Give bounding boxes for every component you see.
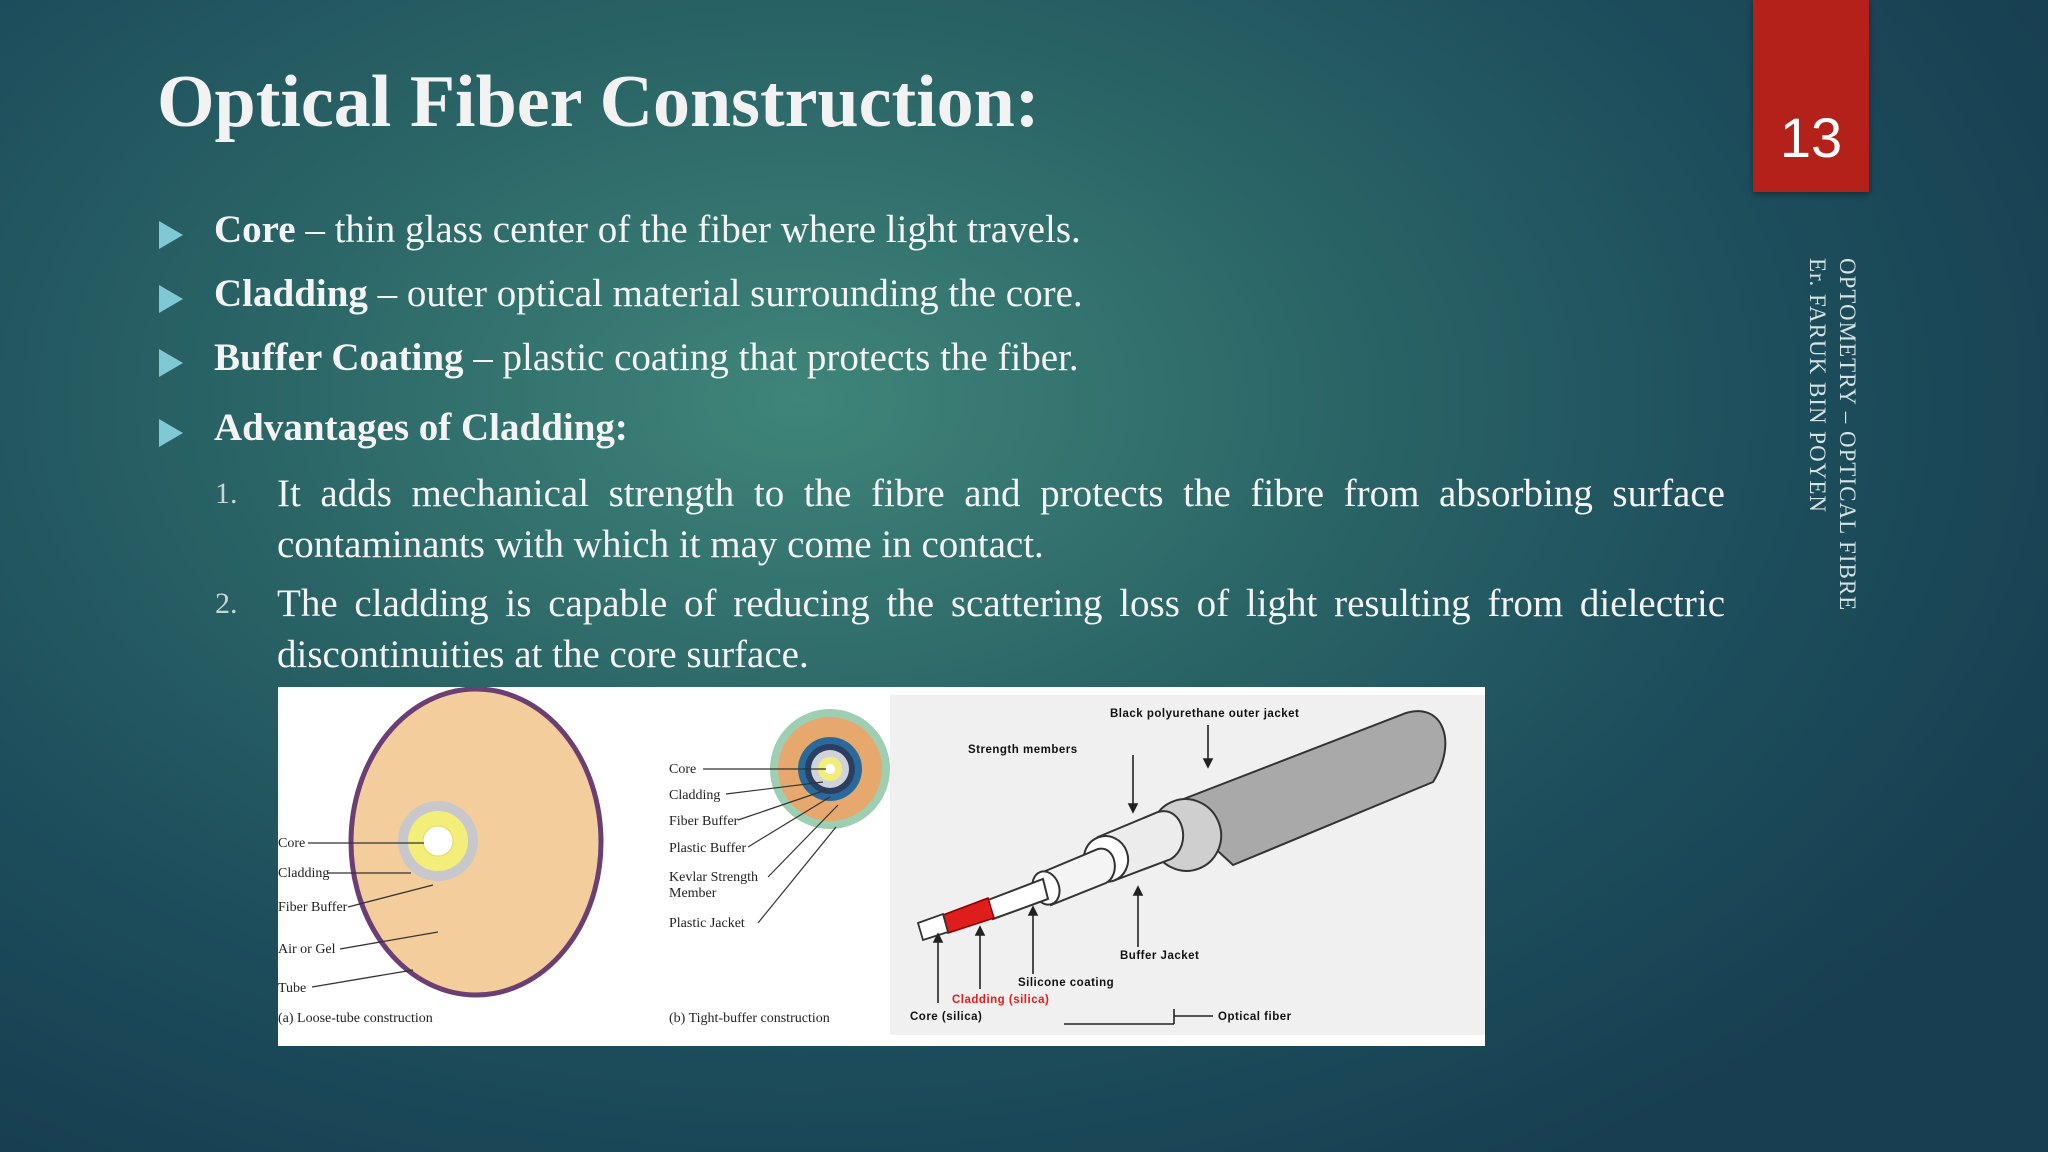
bullet-list: Core – thin glass center of the fiber wh…	[157, 205, 1727, 467]
item-number: 1.	[215, 477, 238, 510]
loose-label-cladding: Cladding	[278, 866, 329, 881]
tight-label-plastic-jacket: Plastic Jacket	[669, 916, 745, 931]
bullet-core: Core – thin glass center of the fiber wh…	[157, 205, 1727, 255]
cable-label-buffer-jacket: Buffer Jacket	[1120, 950, 1199, 962]
cable-label-silicone: Silicone coating	[1018, 977, 1114, 989]
cable-diagram: Black polyurethane outer jacket Strength…	[890, 695, 1485, 1035]
item-text: It adds mechanical strength to the fibre…	[277, 472, 1725, 566]
slide-title: Optical Fiber Construction:	[157, 61, 1040, 143]
loose-label-air-gel: Air or Gel	[278, 942, 336, 957]
cable-label-optical-fiber: Optical fiber	[1218, 1011, 1292, 1023]
page-number-badge: 13	[1753, 0, 1869, 192]
loose-label-tube: Tube	[278, 981, 306, 996]
loose-label-core: Core	[278, 836, 305, 851]
tight-label-core: Core	[669, 762, 696, 777]
bullet-text: – plastic coating that protects the fibe…	[463, 336, 1079, 379]
fiber-construction-figure: Core Cladding Fiber Buffer Air or Gel Tu…	[278, 687, 1485, 1046]
bullet-text: – outer optical material surrounding the…	[367, 272, 1083, 315]
numbered-list: 1. It adds mechanical strength to the fi…	[215, 468, 1725, 688]
loose-tube-caption: (a) Loose-tube construction	[278, 1011, 433, 1026]
bullet-advantages: Advantages of Cladding:	[157, 403, 1727, 453]
page-number: 13	[1779, 106, 1843, 169]
bullet-text: – thin glass center of the fiber where l…	[295, 208, 1081, 251]
item-text: The cladding is capable of reducing the …	[277, 582, 1725, 676]
loose-tube-diagram: Core Cladding Fiber Buffer Air or Gel Tu…	[278, 687, 604, 1026]
core-circle	[422, 825, 454, 857]
core-tip-shape	[916, 912, 950, 942]
bullet-arrow-icon	[159, 419, 183, 447]
side-caption-author: Er. FARUK BIN POYEN	[1805, 258, 1830, 513]
cable-label-core: Core (silica)	[910, 1011, 982, 1023]
bullet-arrow-icon	[159, 221, 183, 249]
side-caption-course: OPTOMETRY – OPTICAL FIBRE	[1835, 258, 1860, 612]
cable-label-strength: Strength members	[968, 744, 1078, 756]
core-center-b	[825, 764, 835, 774]
bullet-term: Core	[214, 208, 296, 251]
bullet-arrow-icon	[159, 285, 183, 313]
bullet-term: Advantages of Cladding:	[214, 406, 628, 449]
tight-label-fiber-buffer: Fiber Buffer	[669, 814, 739, 829]
side-caption: OPTOMETRY – OPTICAL FIBRE Er. FARUK BIN …	[1802, 258, 1862, 611]
bullet-term: Buffer Coating	[214, 336, 464, 379]
loose-label-fiber-buffer: Fiber Buffer	[278, 900, 348, 915]
bullet-arrow-icon	[159, 349, 183, 377]
item-number: 2.	[215, 587, 238, 620]
tight-label-member: Member	[669, 886, 717, 901]
tight-label-kevlar: Kevlar Strength	[669, 870, 758, 885]
numbered-item-1: 1. It adds mechanical strength to the fi…	[215, 468, 1725, 570]
cable-label-cladding: Cladding (silica)	[952, 994, 1049, 1006]
bullet-buffer-coating: Buffer Coating – plastic coating that pr…	[157, 333, 1727, 383]
fiber-diagram: Core Cladding Fiber Buffer Air or Gel Tu…	[278, 687, 1485, 1035]
cable-label-outer-jacket: Black polyurethane outer jacket	[1110, 708, 1299, 720]
outer-jacket-shape	[1166, 710, 1447, 867]
tight-buffer-caption: (b) Tight-buffer construction	[669, 1011, 830, 1026]
numbered-item-2: 2. The cladding is capable of reducing t…	[215, 578, 1725, 680]
buffer-jacket-shape	[1041, 847, 1116, 907]
tight-label-plastic-buffer: Plastic Buffer	[669, 841, 746, 856]
bullet-term: Cladding	[214, 272, 368, 315]
bullet-cladding: Cladding – outer optical material surrou…	[157, 269, 1727, 319]
tight-buffer-diagram: Core Cladding Fiber Buffer Plastic Buffe…	[669, 709, 890, 1026]
tight-label-cladding: Cladding	[669, 788, 720, 803]
